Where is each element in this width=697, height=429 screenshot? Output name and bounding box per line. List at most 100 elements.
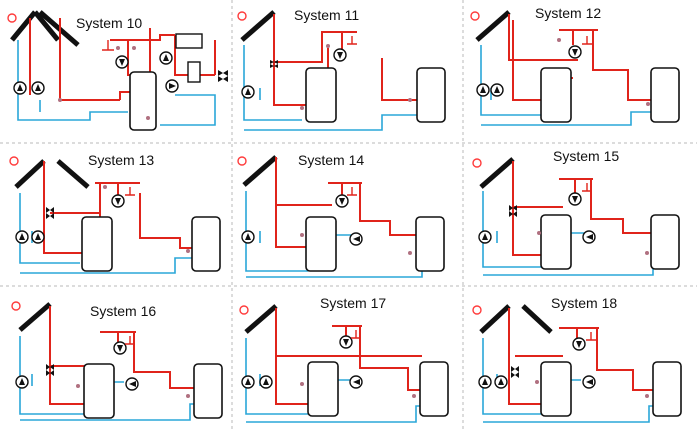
temperature-sensor-icon [535,380,649,398]
pump-icon [115,55,129,69]
pump-icon [568,192,582,206]
storage-tank-icon [650,214,680,270]
pump-icon [494,375,508,389]
pump-icon [111,194,125,208]
pump-icon [490,83,504,97]
sun-icon [472,158,482,168]
storage-tank-icon [305,67,337,123]
pump-icon [241,230,255,244]
shower-icon [125,336,135,345]
shower-icon [586,332,596,341]
solar-collector-icon [242,155,278,187]
panel-title: System 13 [88,152,154,168]
pump-icon [333,48,347,62]
panel-system-18: System 18 [472,295,682,423]
pump-icon [31,81,45,95]
panel-system-17: System 17 [239,295,449,423]
radiator-icon [175,33,203,49]
temperature-sensor-icon [103,185,190,253]
pump-icon [476,83,490,97]
shower-icon [582,183,592,192]
valve-icon [46,364,54,376]
panel-system-13: System 13 [9,152,221,274]
pump-icon [15,375,29,389]
storage-tank-icon [305,216,337,272]
sun-icon [237,156,247,166]
panel-title: System 12 [535,5,601,21]
valve-icon [46,207,54,219]
panel-system-10: System 10 [7,10,228,131]
pump-icon [13,81,27,95]
pump-icon [335,194,349,208]
panel-system-12: System 12 [470,5,680,126]
temperature-sensor-icon [537,231,649,255]
storage-tank-icon [415,216,445,272]
sun-icon [239,305,249,315]
storage-tank-icon [83,363,115,419]
pump-icon [159,51,173,65]
pump-icon [349,232,363,246]
panel-title: System 10 [76,15,142,31]
storage-tank-icon [191,216,221,272]
storage-tank-icon [540,214,572,270]
pump-icon [259,375,273,389]
temperature-sensor-icon [557,38,650,106]
temperature-sensor-icon [300,44,412,110]
pump-icon [165,79,179,93]
sun-icon [472,305,482,315]
temperature-sensor-icon [76,384,190,398]
pump-icon [478,375,492,389]
panel-title: System 11 [294,7,359,23]
pump-icon [241,85,255,99]
pump-icon [478,230,492,244]
temperature-sensor-icon [300,382,416,398]
valve-icon [270,60,278,68]
storage-tank-icon [419,361,449,417]
storage-tank-icon [416,67,446,123]
temperature-sensor-icon [58,46,150,120]
pump-icon [572,337,586,351]
panel-title: System 18 [551,295,617,311]
storage-tank-icon [81,216,113,272]
pump-icon [15,230,29,244]
solar-collector-icon [10,10,80,47]
panel-title: System 16 [90,303,156,319]
panel-system-11: System 11 [237,7,446,131]
shower-icon [351,330,361,339]
pump-icon [582,375,596,389]
solar-collector-icon [479,157,515,189]
pump-icon [31,230,45,244]
pump-icon [568,45,582,59]
storage-tank-icon [650,67,680,123]
solar-collector-icon [475,10,511,42]
valve-icon [218,70,228,82]
storage-tank-icon [129,71,157,131]
sun-icon [237,11,247,21]
panel-system-16: System 16 [11,301,223,421]
pump-icon [339,335,353,349]
pump-icon [113,341,127,355]
panel-title: System 15 [553,148,619,164]
solar-collector-icon [240,10,276,42]
pump-icon [125,377,139,391]
pump-icon [349,375,363,389]
valve-icon [509,205,517,217]
shower-icon [582,36,592,45]
panel-system-15: System 15 [472,148,680,276]
shower-icon [347,187,357,196]
solar-collector-icon [18,302,52,332]
solar-collector-icon [479,304,553,334]
shower-icon [347,36,357,45]
sun-icon [11,301,21,311]
boiler-icon [187,61,201,83]
pump-icon [582,230,596,244]
shower-icon [102,40,114,51]
panel-title: System 14 [298,152,364,168]
temperature-sensor-icon [300,233,412,255]
sun-icon [470,11,480,21]
sun-icon [9,156,19,166]
panel-system-14: System 14 [237,152,445,278]
storage-tank-icon [652,361,682,417]
